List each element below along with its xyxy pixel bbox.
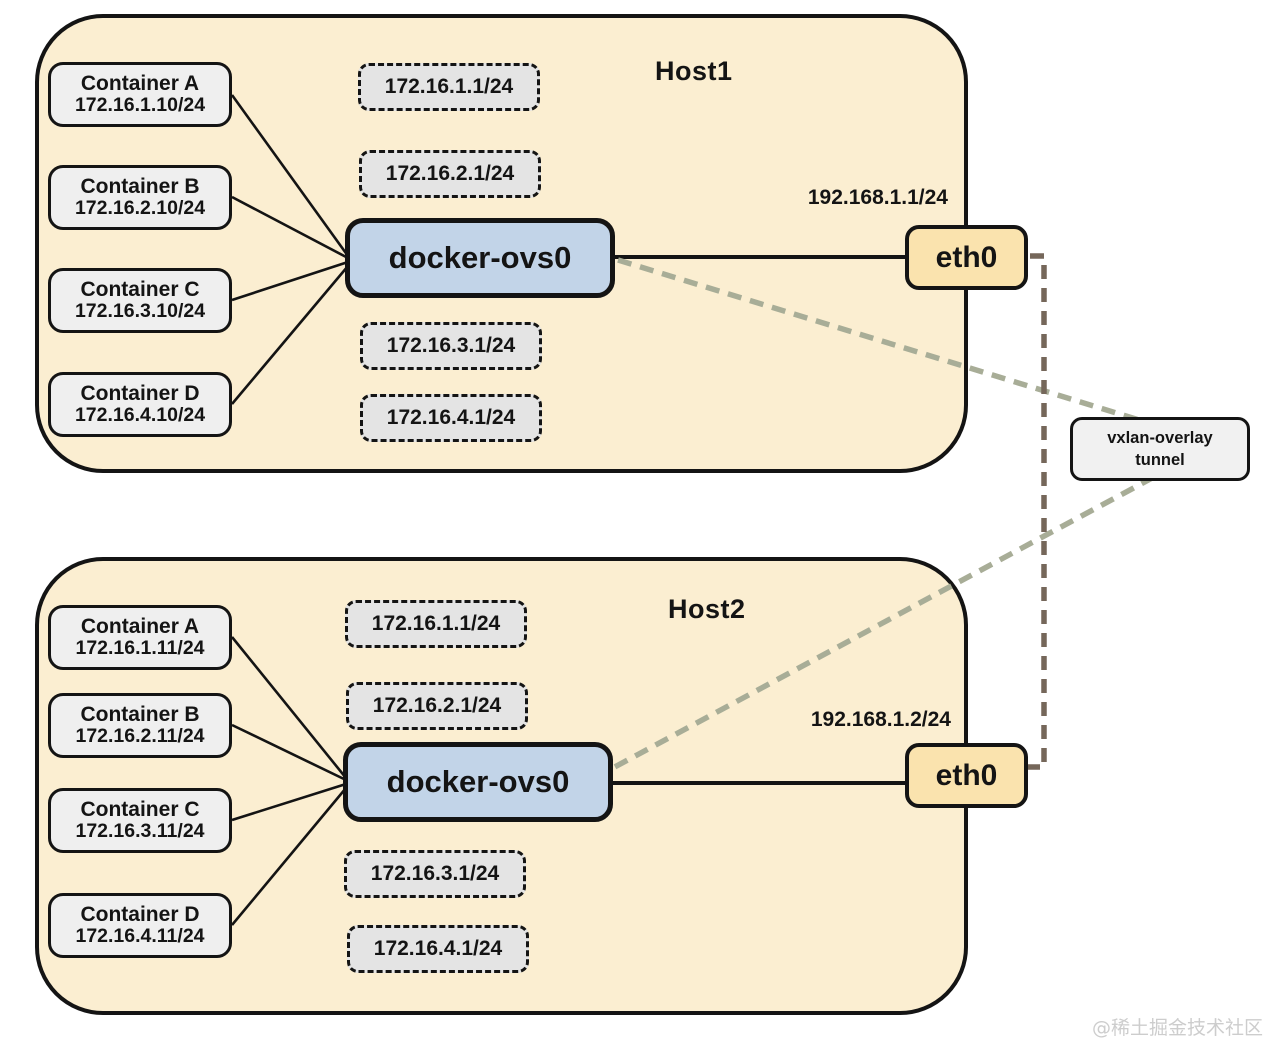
host1-container-b: Container B 172.16.2.10/24 [48,165,232,230]
host2-ovs-bridge: docker-ovs0 [343,742,613,822]
vxlan-tunnel-box: vxlan-overlay tunnel [1070,417,1250,481]
container-name: Container C [80,797,200,821]
underlay-dash-eth0-eth0 [1028,253,1047,770]
container-ip: 172.16.1.10/24 [74,94,206,117]
host1-gateway-4: 172.16.4.1/24 [360,394,542,442]
host2-container-b: Container B 172.16.2.11/24 [48,693,232,758]
host2-gateway-1: 172.16.1.1/24 [345,600,527,648]
host2-gateway-3: 172.16.3.1/24 [344,850,526,898]
tunnel-label-line1: vxlan-overlay [1107,428,1213,447]
container-name: Container A [80,614,200,638]
container-name: Container C [80,277,200,301]
container-name: Container B [80,174,200,198]
host2-container-c: Container C 172.16.3.11/24 [48,788,232,853]
container-name: Container D [80,381,200,405]
container-name: Container B [80,702,200,726]
host2-eth0: eth0 [905,743,1028,808]
host1-ovs-bridge: docker-ovs0 [345,218,615,298]
watermark: @稀土掘金技术社区 [1091,1017,1263,1039]
host2-uplink-ip: 192.168.1.2/24 [810,708,951,731]
tunnel-label-line2: tunnel [1135,451,1185,469]
container-ip: 172.16.3.10/24 [74,300,206,323]
container-name: Container A [80,71,200,95]
host1-gateway-2: 172.16.2.1/24 [359,150,541,198]
host2-title: Host2 [668,594,746,624]
host2-gateway-2: 172.16.2.1/24 [346,682,528,730]
container-name: Container D [80,902,200,926]
host1-title: Host1 [655,56,733,86]
container-ip: 172.16.1.11/24 [75,637,205,660]
container-ip: 172.16.4.10/24 [74,404,206,427]
host2-container-a: Container A 172.16.1.11/24 [48,605,232,670]
container-ip: 172.16.2.10/24 [74,197,206,220]
container-ip: 172.16.4.11/24 [75,925,205,948]
host1-gateway-3: 172.16.3.1/24 [360,322,542,370]
host1-gateway-1: 172.16.1.1/24 [358,63,540,111]
host2-gateway-4: 172.16.4.1/24 [347,925,529,973]
host1-eth0: eth0 [905,225,1028,290]
host1-container-a: Container A 172.16.1.10/24 [48,62,232,127]
host1-uplink-ip: 192.168.1.1/24 [807,186,948,209]
host1-container-c: Container C 172.16.3.10/24 [48,268,232,333]
host1-container-d: Container D 172.16.4.10/24 [48,372,232,437]
container-ip: 172.16.3.11/24 [75,820,205,843]
host2-container-d: Container D 172.16.4.11/24 [48,893,232,958]
container-ip: 172.16.2.11/24 [75,725,205,748]
